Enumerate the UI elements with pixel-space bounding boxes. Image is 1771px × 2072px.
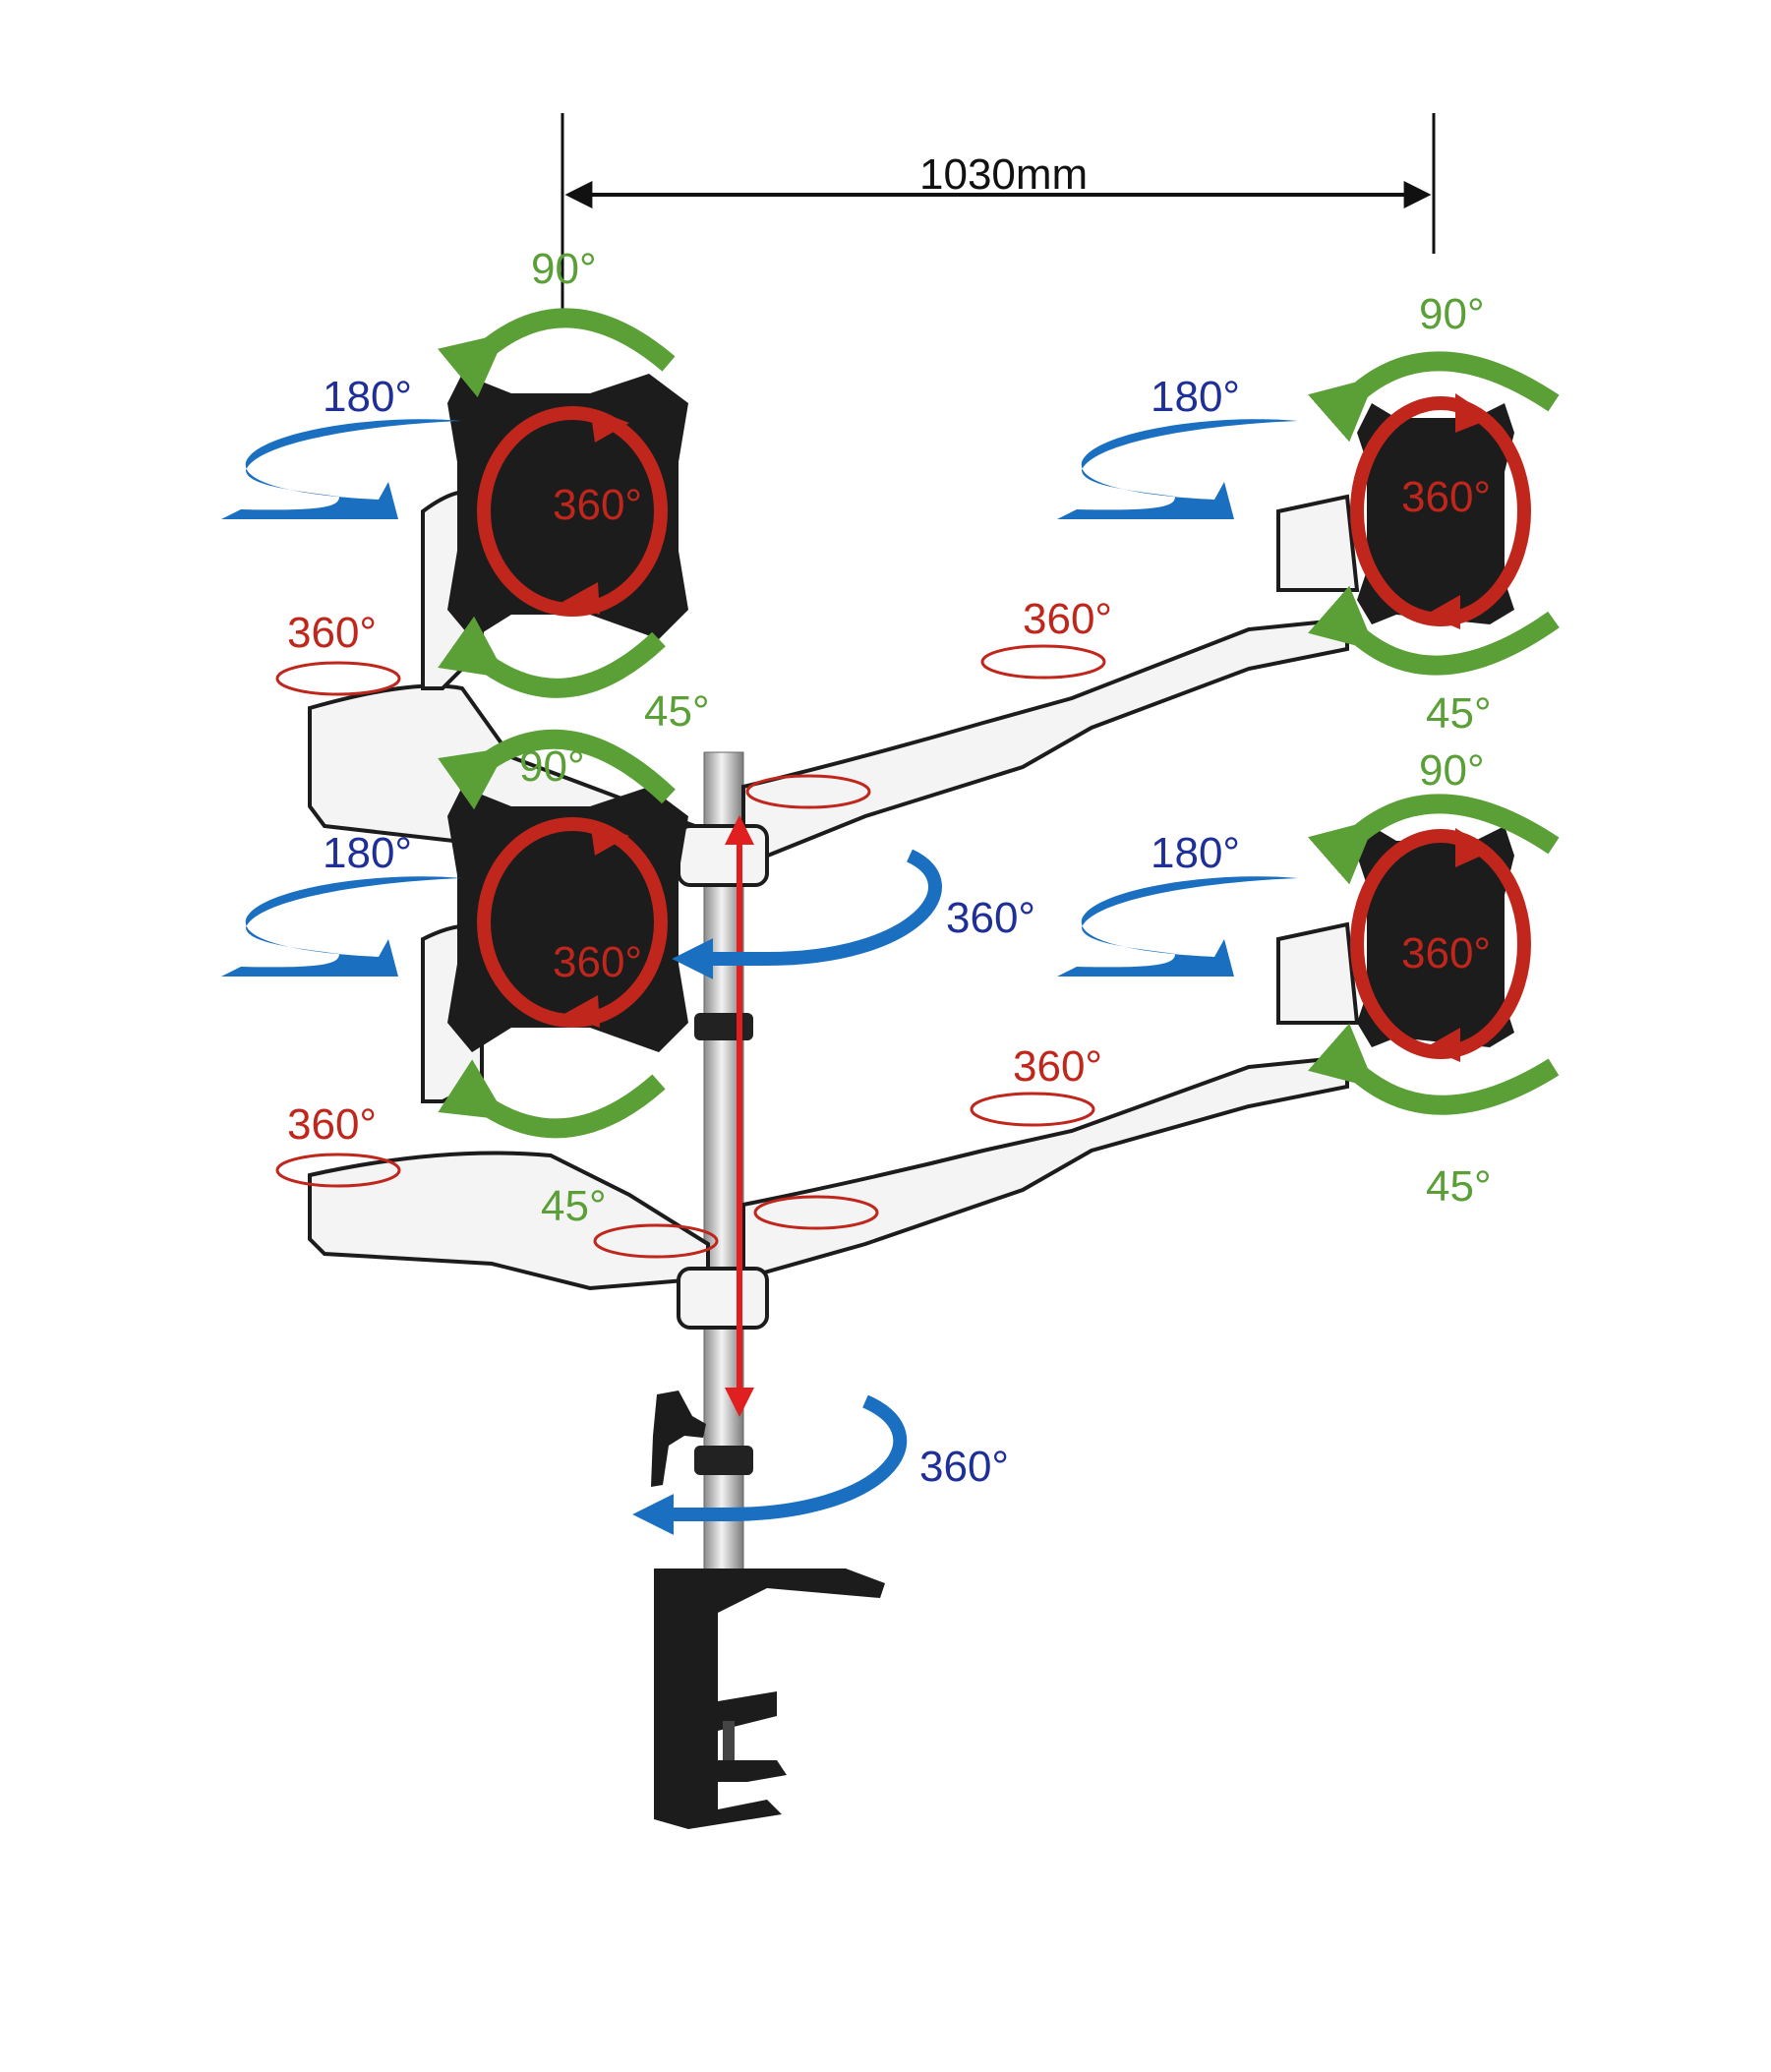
rotate-head-8 <box>1426 1028 1460 1062</box>
desk-clamp <box>654 1569 885 1829</box>
arm-lower-left <box>308 1151 710 1291</box>
joint-label-bottom-left: 360° <box>287 1100 378 1149</box>
tilt-up-bottom-left <box>438 729 676 810</box>
swivel-label-bottom-left: 180° <box>323 829 413 877</box>
tension-handle-icon <box>651 1391 706 1487</box>
rotate-head-4 <box>1426 595 1460 629</box>
joint-ring-7 <box>753 1195 879 1230</box>
tilt-down-label-top-left: 45° <box>644 687 710 736</box>
pole-rotate-lower-label: 360° <box>919 1443 1010 1491</box>
pole-collar-upper <box>694 1013 753 1040</box>
tilt-up-top-right <box>1308 351 1560 443</box>
joint-ring-6 <box>593 1223 719 1259</box>
vesa-plate-top-right <box>1357 403 1514 624</box>
arm-lower-right-bracket <box>1276 921 1360 1025</box>
arm-upper-right-bracket <box>1276 494 1360 592</box>
tilt-down-top-right <box>1308 585 1560 676</box>
joint-ring-2 <box>980 644 1106 680</box>
tilt-down-bottom-right <box>1308 1023 1560 1115</box>
pole-collar-lower <box>694 1446 753 1475</box>
pole-rotation-arrows <box>632 849 942 1535</box>
vesa-plate-bottom-right <box>1357 826 1514 1047</box>
pole-rotate-upper-label: 360° <box>946 894 1036 942</box>
pole-rotate-upper <box>672 849 942 979</box>
rotate-head-1 <box>590 408 629 443</box>
swivel-arrow-bottom-left <box>221 876 462 977</box>
joint-ring-4 <box>275 1153 401 1188</box>
arm-lower-right <box>741 1054 1349 1281</box>
swivel-label-top-right: 180° <box>1151 373 1241 421</box>
tilt-up-label-top-left: 90° <box>531 245 597 293</box>
rotate-label-top-left: 360° <box>553 481 643 529</box>
arms <box>308 490 1360 1330</box>
rotation-arrowheads <box>562 393 1493 1062</box>
joint-ring-1 <box>275 661 401 696</box>
rotate-ring-bottom-left <box>477 817 668 1028</box>
tilt-up-top-left <box>438 308 676 398</box>
arm-upper-right <box>741 617 1349 868</box>
joint-label-top-left: 360° <box>287 609 378 657</box>
joint-label-bottom-right: 360° <box>1013 1042 1103 1091</box>
joint-label-top-right: 360° <box>1023 595 1113 643</box>
rotate-ring-top-left <box>477 406 668 617</box>
rotate-head-3 <box>1455 393 1493 433</box>
swivel-label-bottom-right: 180° <box>1151 829 1241 877</box>
tilt-down-bottom-left <box>438 1059 666 1139</box>
rotate-label-bottom-right: 360° <box>1401 929 1492 977</box>
clamp-knob <box>683 1760 787 1782</box>
width-label: 1030mm <box>919 150 1089 199</box>
joint-ellipses <box>275 644 1106 1259</box>
tilt-down-label-top-right: 45° <box>1426 689 1492 738</box>
tilt-down-top-left <box>438 616 666 698</box>
rotate-label-top-right: 360° <box>1401 473 1492 521</box>
swivel-arrow-top-right <box>1057 419 1298 519</box>
rotate-label-bottom-left: 360° <box>553 938 643 986</box>
rotate-head-7 <box>1455 828 1493 867</box>
tilt-up-bottom-right <box>1308 794 1560 885</box>
pole-rotate-lower <box>632 1394 908 1535</box>
joint-ring-3 <box>745 774 871 809</box>
tilt-down-label-bottom-left: 45° <box>541 1182 607 1230</box>
swivel-arrow-top-left <box>221 419 462 519</box>
swivel-arrow-bottom-right <box>1057 876 1298 977</box>
rotate-head-2 <box>562 582 600 615</box>
tilt-up-label-bottom-right: 90° <box>1419 746 1485 795</box>
width-dimension <box>561 113 1436 325</box>
hub-lower <box>677 1267 769 1330</box>
tilt-arrows <box>438 308 1560 1139</box>
rotate-head-6 <box>562 995 600 1028</box>
tilt-up-label-bottom-left: 90° <box>519 742 585 791</box>
tilt-up-label-top-right: 90° <box>1419 290 1485 338</box>
swivel-arrows <box>221 419 1298 977</box>
tilt-down-label-bottom-right: 45° <box>1426 1162 1492 1211</box>
joint-ring-5 <box>970 1092 1095 1127</box>
swivel-label-top-left: 180° <box>323 373 413 421</box>
rotate-head-5 <box>590 821 629 856</box>
hub-upper <box>677 824 769 887</box>
